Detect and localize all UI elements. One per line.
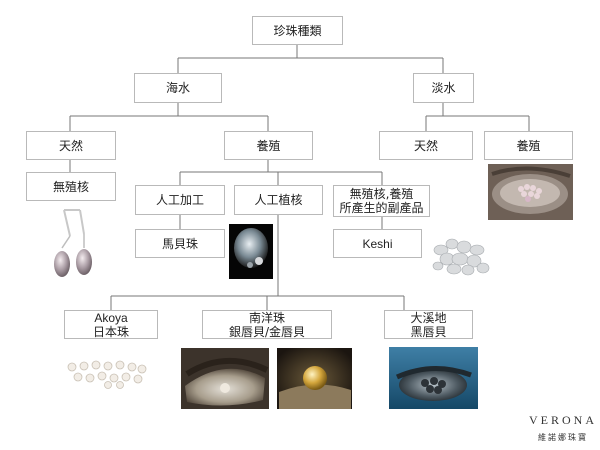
fresh-natural-node: 天然 <box>379 131 473 160</box>
keshi-label: Keshi <box>362 236 393 251</box>
seawater-node: 海水 <box>134 73 222 103</box>
sea-natural-label: 天然 <box>58 138 83 153</box>
byproduct-node: 無殖核,養殖 所產生的副產品 <box>333 185 430 217</box>
akoya-label-line2: 日本珠 <box>92 324 129 339</box>
root-label: 珍珠種類 <box>273 23 322 38</box>
artificial-nucleus-label: 人工植核 <box>254 193 303 207</box>
seawater-label: 海水 <box>165 81 190 95</box>
tahiti-node: 大溪地 黑唇貝 <box>384 310 473 339</box>
freshwater-label: 淡水 <box>431 81 456 95</box>
mabe-label: 馬貝珠 <box>161 236 198 251</box>
tahiti-label-line2: 黑唇貝 <box>410 324 447 339</box>
brand-logo: VERONA 維諾娜珠寶 <box>528 413 598 443</box>
sea-cultured-node: 養殖 <box>224 131 313 160</box>
southsea-node: 南洋珠 銀唇貝/金唇貝 <box>202 310 332 339</box>
natural-pearl-earrings-image <box>50 208 96 280</box>
keshi-node: Keshi <box>333 229 422 258</box>
fresh-cultured-label: 養殖 <box>516 138 541 153</box>
south-sea-gold-pearl-image <box>277 348 352 409</box>
akoya-pearls-image <box>64 357 148 389</box>
fresh-natural-label: 天然 <box>413 138 438 153</box>
brand-subtitle: 維諾娜珠寶 <box>538 433 588 442</box>
akoya-node: Akoya 日本珠 <box>64 310 158 339</box>
freshwater-node: 淡水 <box>413 73 474 103</box>
byproduct-label-line2: 所產生的副產品 <box>339 201 424 215</box>
southsea-label-line2: 銀唇貝/金唇貝 <box>228 324 306 339</box>
mabe-node: 馬貝珠 <box>135 229 225 258</box>
artificial-processing-label: 人工加工 <box>155 193 204 207</box>
root-node: 珍珠種類 <box>252 16 343 45</box>
sea-cultured-label: 養殖 <box>256 138 281 153</box>
mabe-pearl-image <box>229 224 273 279</box>
artificial-processing-node: 人工加工 <box>135 185 225 215</box>
sea-natural-node: 天然 <box>26 131 116 160</box>
keshi-pearls-image <box>427 230 493 280</box>
tahiti-label-line1: 大溪地 <box>410 310 447 325</box>
freshwater-cultured-image <box>488 164 573 220</box>
no-nucleus-node: 無殖核 <box>26 172 116 201</box>
no-nucleus-label: 無殖核 <box>52 179 89 194</box>
fresh-cultured-node: 養殖 <box>484 131 573 160</box>
byproduct-label-line1: 無殖核,養殖 <box>349 187 414 201</box>
brand-name: VERONA <box>529 413 597 427</box>
southsea-label-line1: 南洋珠 <box>248 310 285 325</box>
akoya-label-line1: Akoya <box>94 310 128 325</box>
tahiti-black-pearl-image <box>389 347 478 409</box>
south-sea-oyster-image-1 <box>181 348 269 409</box>
artificial-nucleus-node: 人工植核 <box>234 185 323 215</box>
